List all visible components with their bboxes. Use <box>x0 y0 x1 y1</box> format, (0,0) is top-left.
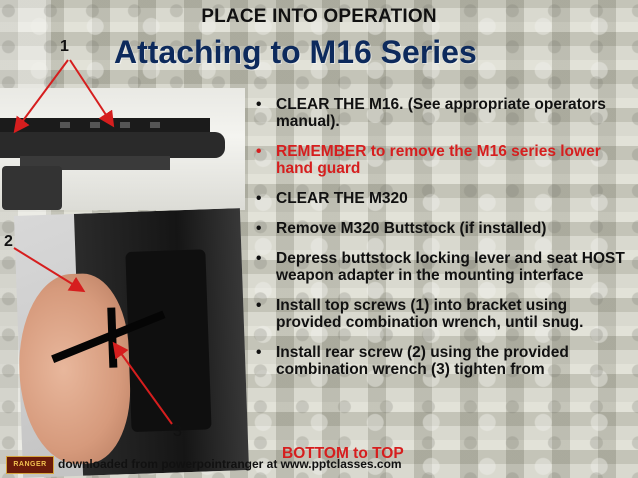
bracket-inner <box>125 249 212 433</box>
bullet-remove-buttstock: Remove M320 Buttstock (if installed) <box>256 220 626 237</box>
ranger-logo: RANGER <box>6 456 54 474</box>
slide-title: Attaching to M16 Series <box>114 34 477 70</box>
instruction-list: CLEAR THE M16. (See appropriate operator… <box>256 96 626 391</box>
callout-3: 3 <box>173 423 182 440</box>
footer-credit: downloaded from powerpointranger at www.… <box>58 457 402 471</box>
hand-wrench-photo <box>14 208 250 478</box>
callout-2: 2 <box>4 233 13 250</box>
bullet-clear-m320: CLEAR THE M320 <box>256 190 626 207</box>
bullet-clear-m16: CLEAR THE M16. (See appropriate operator… <box>256 96 626 130</box>
rail-slot <box>90 122 100 128</box>
bullet-remove-hand-guard: REMEMBER to remove the M16 series lower … <box>256 143 626 177</box>
rail-mount <box>2 166 62 210</box>
bullet-trailer: BOTTOM to TOP <box>282 445 404 462</box>
rail-slot <box>60 122 70 128</box>
bullet-depress-lever: Depress buttstock locking lever and seat… <box>256 250 626 284</box>
rifle-rail-photo <box>0 88 245 210</box>
bullet-install-rear-screw: Install rear screw (2) using the provide… <box>256 344 626 378</box>
callout-1: 1 <box>60 38 69 55</box>
slide-kicker: PLACE INTO OPERATION <box>201 6 437 27</box>
rail-body <box>0 132 225 158</box>
rail-slot <box>120 122 130 128</box>
hand <box>16 272 133 466</box>
bullet-install-top-screws: Install top screws (1) into bracket usin… <box>256 297 626 331</box>
rail-slot <box>150 122 160 128</box>
